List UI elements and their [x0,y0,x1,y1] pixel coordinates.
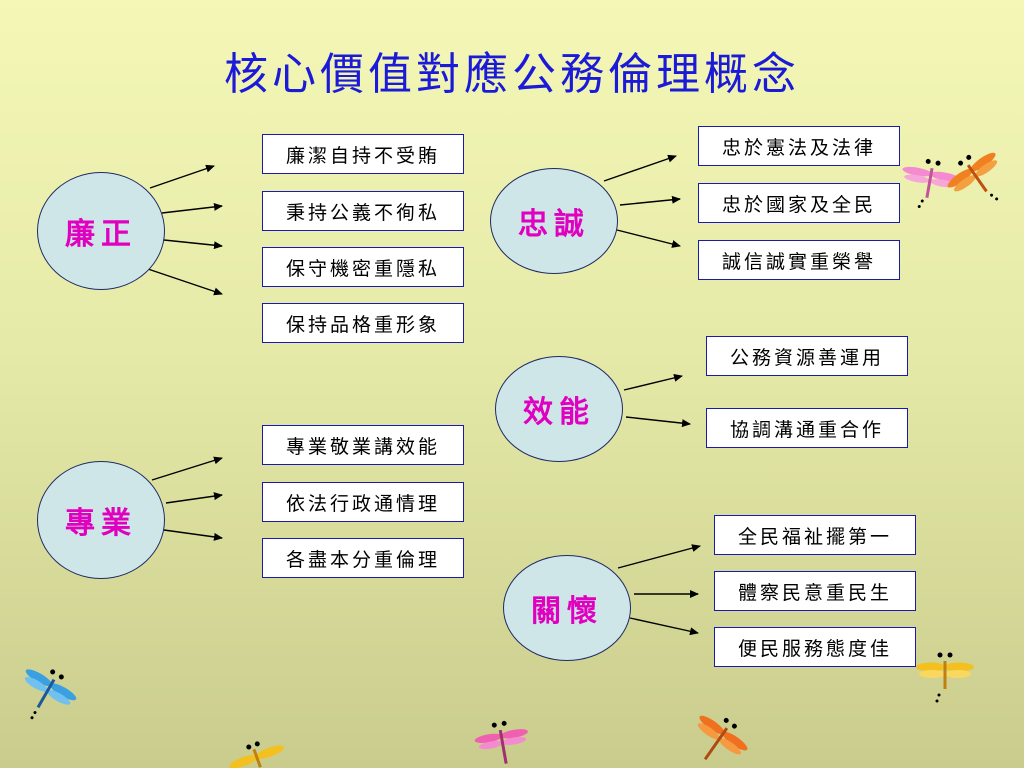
arrow [617,544,701,569]
arrow [151,456,223,481]
concept-box: 體察民意重民生 [714,571,916,611]
arrow [616,229,681,248]
node-zhuanye: 專業 [37,461,165,579]
dragonfly-icon [916,652,974,703]
dragonfly-icon [947,152,999,201]
dragonfly-icon [697,715,748,761]
concept-box: 專業敬業講效能 [262,425,464,465]
node-xiaoneng: 效能 [495,356,623,462]
arrow [163,529,223,541]
concept-box: 忠於國家及全民 [698,183,900,223]
concept-box: 忠於憲法及法律 [698,126,900,166]
arrow [619,195,681,206]
dragonfly-icon [24,669,77,720]
node-guanhuai: 關懷 [503,555,631,661]
arrow [144,267,223,296]
arrow [623,373,683,391]
arrow [149,164,215,189]
page-title: 核心價值對應公務倫理概念 [224,49,800,100]
concept-box: 秉持公義不徇私 [262,191,464,231]
concept-box: 全民福祉擺第一 [714,515,916,555]
concept-box: 保守機密重隱私 [262,247,464,287]
arrow [603,154,677,182]
concept-box: 協調溝通重合作 [706,408,908,448]
dragonfly-icon [229,741,285,768]
node-zhongcheng: 忠誠 [490,168,618,274]
concept-box: 誠信誠實重榮譽 [698,240,900,280]
dragonfly-icon [474,720,528,764]
concept-box: 保持品格重形象 [262,303,464,343]
concept-box: 各盡本分重倫理 [262,538,464,578]
concept-box: 廉潔自持不受賄 [262,134,464,174]
arrow [625,416,691,428]
concept-box: 公務資源善運用 [706,336,908,376]
arrow [163,239,223,250]
node-lianzheng: 廉正 [37,172,165,290]
arrow [165,492,223,504]
concept-box: 依法行政通情理 [262,482,464,522]
arrow [629,617,699,636]
concept-box: 便民服務態度佳 [714,627,916,667]
arrow [161,202,223,214]
